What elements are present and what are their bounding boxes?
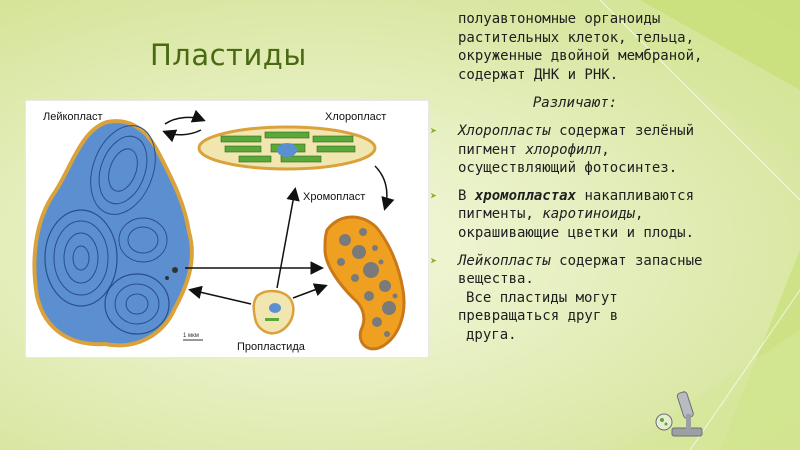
conclusion-line-3: друга. (466, 326, 517, 343)
proplastid-label: Пропластида (237, 341, 306, 353)
conclusion-line-2: превращаться друг в (458, 308, 619, 325)
intro-paragraph: полуавтономные органоиды растительных кл… (458, 11, 703, 83)
plastids-diagram: Лейкопласт Хлоропласт (25, 100, 429, 358)
bullet-arrow-icon: ➤ (430, 188, 438, 203)
chromoplast-label: Хромопласт (303, 191, 365, 203)
bullet-leukoplasts: ➤Лейкопласты содержат запасные вещества. (430, 252, 703, 288)
chloroplast-illustration (197, 125, 377, 171)
conclusion-text: Все пластиды могут превращаться друг в д… (428, 289, 708, 345)
bullet-arrow-icon: ➤ (430, 253, 438, 268)
bullet-arrow-icon: ➤ (430, 123, 438, 138)
leukoplast-illustration (32, 119, 194, 348)
leukoplast-label: Лейкопласт (43, 111, 103, 123)
description-text: полуавтономные органоиды растительных кл… (428, 10, 708, 345)
conversion-arrows (162, 109, 395, 305)
bullet-chloroplasts: ➤Хлоропласты содержат зелёный пигмент хл… (430, 122, 695, 177)
chromoplast-illustration (323, 215, 406, 351)
chloroplast-label: Хлоропласт (325, 111, 386, 123)
conclusion-line-1: Все пластиды могут (466, 289, 618, 306)
slide-title: Пластиды (150, 38, 307, 72)
proplastid-illustration (252, 289, 295, 335)
microscope-icon (655, 391, 703, 437)
scale-label: 1 мкм (183, 333, 199, 339)
bullet-chromoplasts: ➤В хромопластах накапливаются пигменты, … (430, 187, 695, 241)
razlichayut-label: Различают: (532, 95, 618, 112)
